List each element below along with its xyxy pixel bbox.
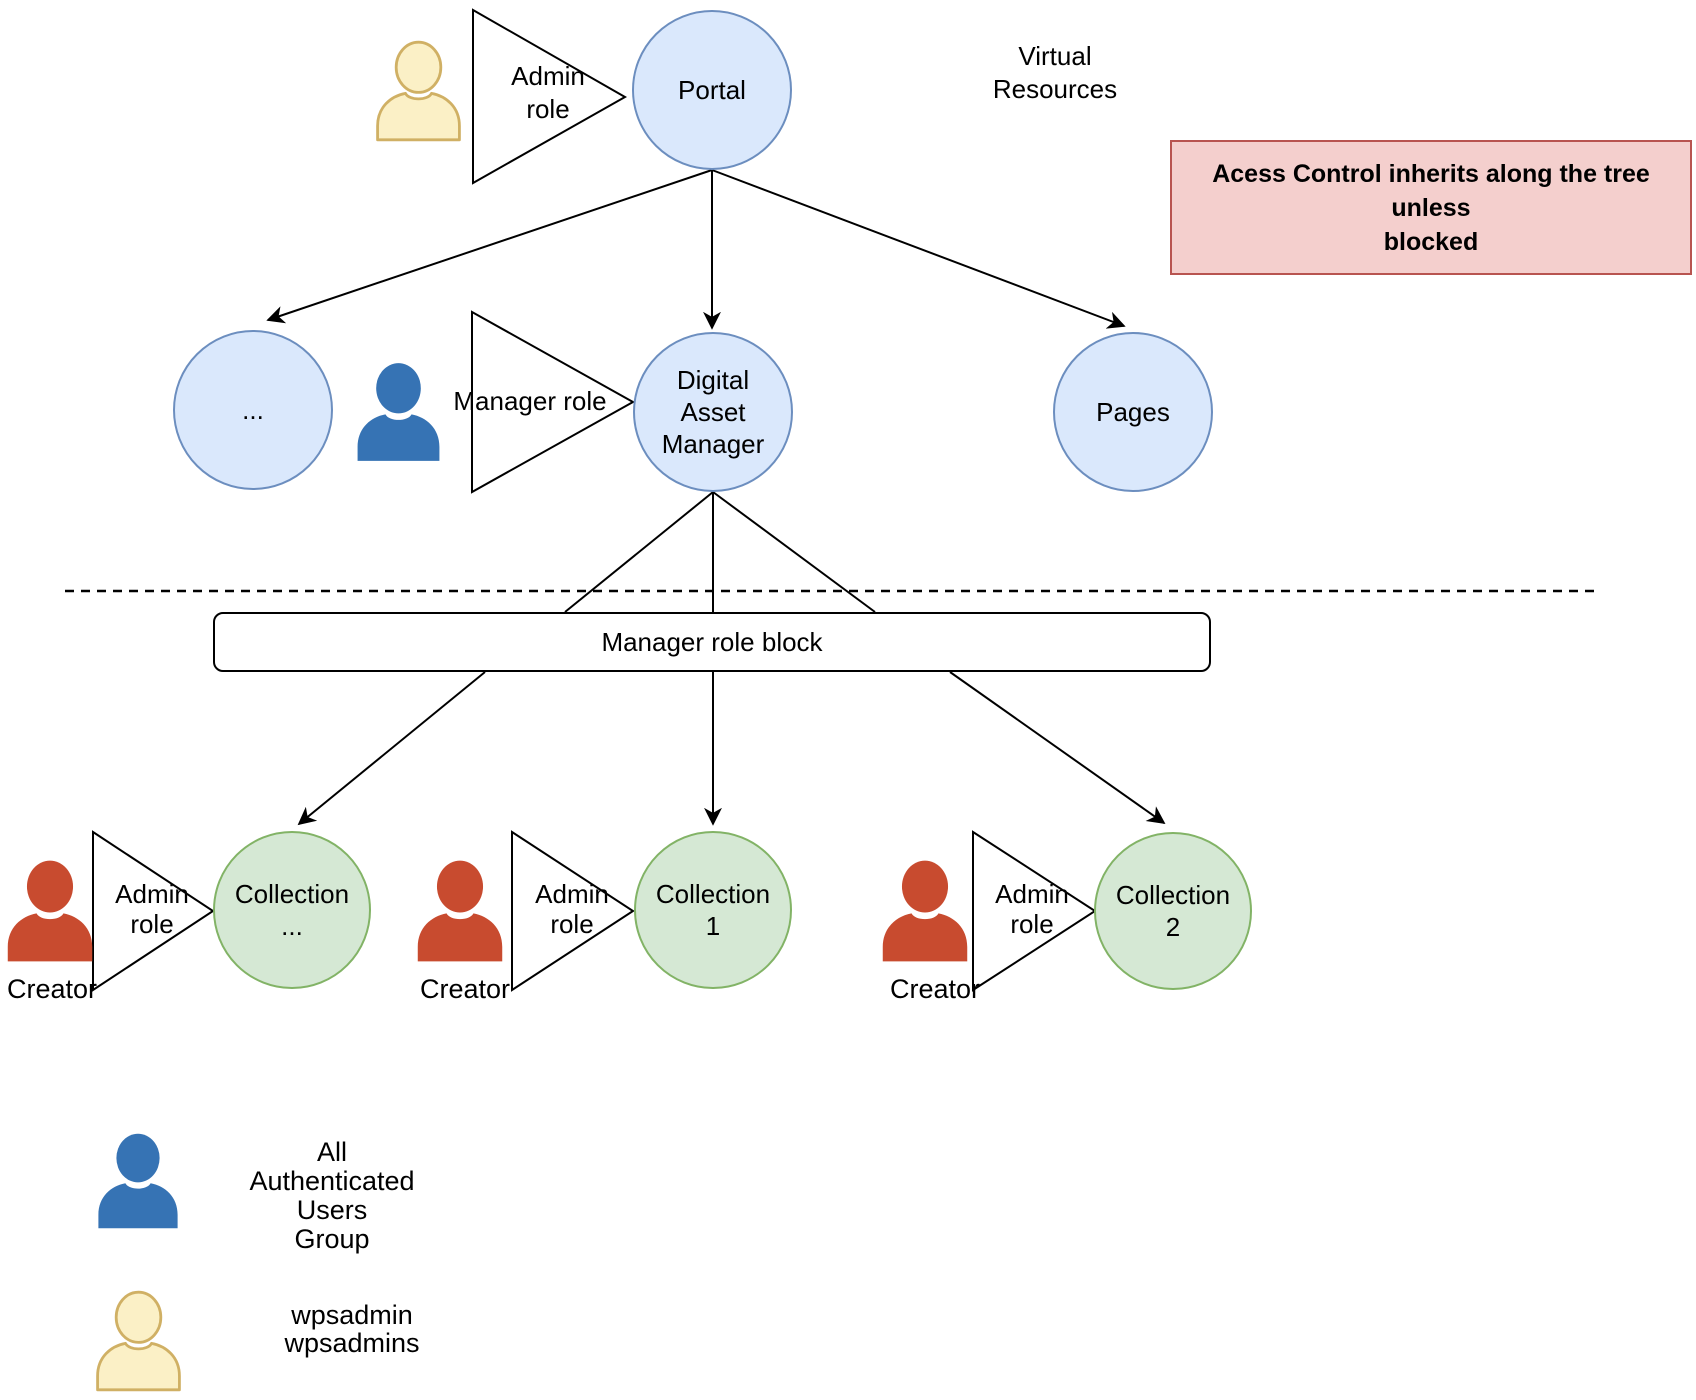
legend-auth-line1: All Authenticated [249, 1137, 415, 1196]
virtual-resources-line2: Resources [992, 74, 1118, 104]
admin-role-triangle-1 [92, 830, 215, 992]
arrow-portal-to-pages [711, 169, 1126, 329]
legend-auth-line2: Users [296, 1195, 368, 1225]
portal-node: Portal [632, 10, 792, 170]
dam-label-line2: Asset [680, 397, 746, 427]
edge-dam-to-block-left [564, 491, 714, 613]
access-control-note: Acess Control inherits along the tree un… [1170, 140, 1692, 275]
arrow-block-to-collection-2 [949, 671, 1166, 825]
manager-role-block: Manager role block [213, 612, 1211, 672]
ellipsis-label: ... [242, 395, 264, 425]
manager-role-block-label: Manager role block [601, 626, 823, 657]
admin-role-top-line2: role [526, 94, 570, 124]
collection-dots-label-line2: ... [281, 911, 303, 941]
ellipsis-node: ... [173, 330, 333, 490]
admin-role-triangle-3 [972, 830, 1097, 992]
note-line2: blocked [1383, 227, 1479, 256]
creator-label-3: Creator [880, 974, 990, 1005]
admin-role-1-line1: Admin [115, 879, 189, 909]
virtual-resources-label: Virtual Resources [955, 40, 1155, 106]
admin-role-3-label: Admin role [972, 879, 1092, 939]
creator-user-icon-2 [417, 860, 503, 962]
collection-dots-node: Collection ... [213, 831, 371, 989]
legend-wpsadmin-icon [96, 1290, 181, 1392]
admin-role-3-line1: Admin [995, 879, 1069, 909]
manager-role-label: Manager role [430, 386, 630, 416]
manager-role-triangle [471, 310, 636, 494]
admin-role-3-line2: role [1010, 909, 1054, 939]
admin-role-top-line1: Admin [511, 61, 585, 91]
wpsadmin-user-icon [376, 40, 461, 142]
pages-label: Pages [1096, 397, 1170, 427]
legend-wpsadmin-label: wpsadmin wpsadmins [252, 1301, 452, 1357]
pages-node: Pages [1053, 332, 1213, 492]
admin-role-top-label: Admin role [473, 60, 623, 126]
dam-label-line3: Manager [661, 429, 765, 459]
manager-role-text: Manager role [453, 386, 607, 416]
creator-1-text: Creator [6, 974, 98, 1004]
legend-auth-line3: Group [294, 1224, 370, 1254]
arrow-portal-to-ellipsis [266, 169, 713, 324]
digital-asset-manager-node: Digital Asset Manager [633, 332, 793, 492]
admin-role-triangle-top [472, 8, 628, 185]
collection-1-label-line1: Collection [655, 879, 771, 909]
creator-3-text: Creator [889, 974, 981, 1004]
note-line1: Acess Control inherits along the tree un… [1212, 159, 1650, 222]
admin-role-2-label: Admin role [512, 879, 632, 939]
collection-1-label-line2: 1 [705, 911, 721, 941]
collection-2-label-line2: 2 [1165, 912, 1181, 942]
legend-authenticated-users-icon [98, 1133, 178, 1229]
collection-2-node: Collection 2 [1094, 832, 1252, 990]
admin-role-1-line2: role [130, 909, 174, 939]
admin-role-2-line1: Admin [535, 879, 609, 909]
edge-dam-to-block-right [712, 491, 876, 613]
admin-role-triangle-2 [511, 830, 635, 992]
portal-label: Portal [678, 75, 746, 105]
legend-wps-line1: wpsadmin [291, 1300, 413, 1330]
creator-2-text: Creator [419, 974, 511, 1004]
collection-dots-label-line1: Collection [234, 879, 350, 909]
authenticated-users-icon [357, 363, 440, 461]
arrow-block-to-collection-dots [297, 671, 486, 826]
creator-user-icon-3 [882, 860, 968, 962]
collection-2-label-line1: Collection [1115, 880, 1231, 910]
creator-label-1: Creator [0, 974, 107, 1005]
virtual-resources-line1: Virtual [1018, 41, 1092, 71]
dam-label-line1: Digital [676, 365, 750, 395]
admin-role-2-line2: role [550, 909, 594, 939]
collection-1-node: Collection 1 [634, 831, 792, 989]
admin-role-1-label: Admin role [92, 879, 212, 939]
creator-label-2: Creator [410, 974, 520, 1005]
creator-user-icon-1 [7, 860, 93, 962]
legend-authenticated-label: All Authenticated Users Group [232, 1138, 432, 1254]
legend-wps-line2: wpsadmins [284, 1328, 420, 1358]
